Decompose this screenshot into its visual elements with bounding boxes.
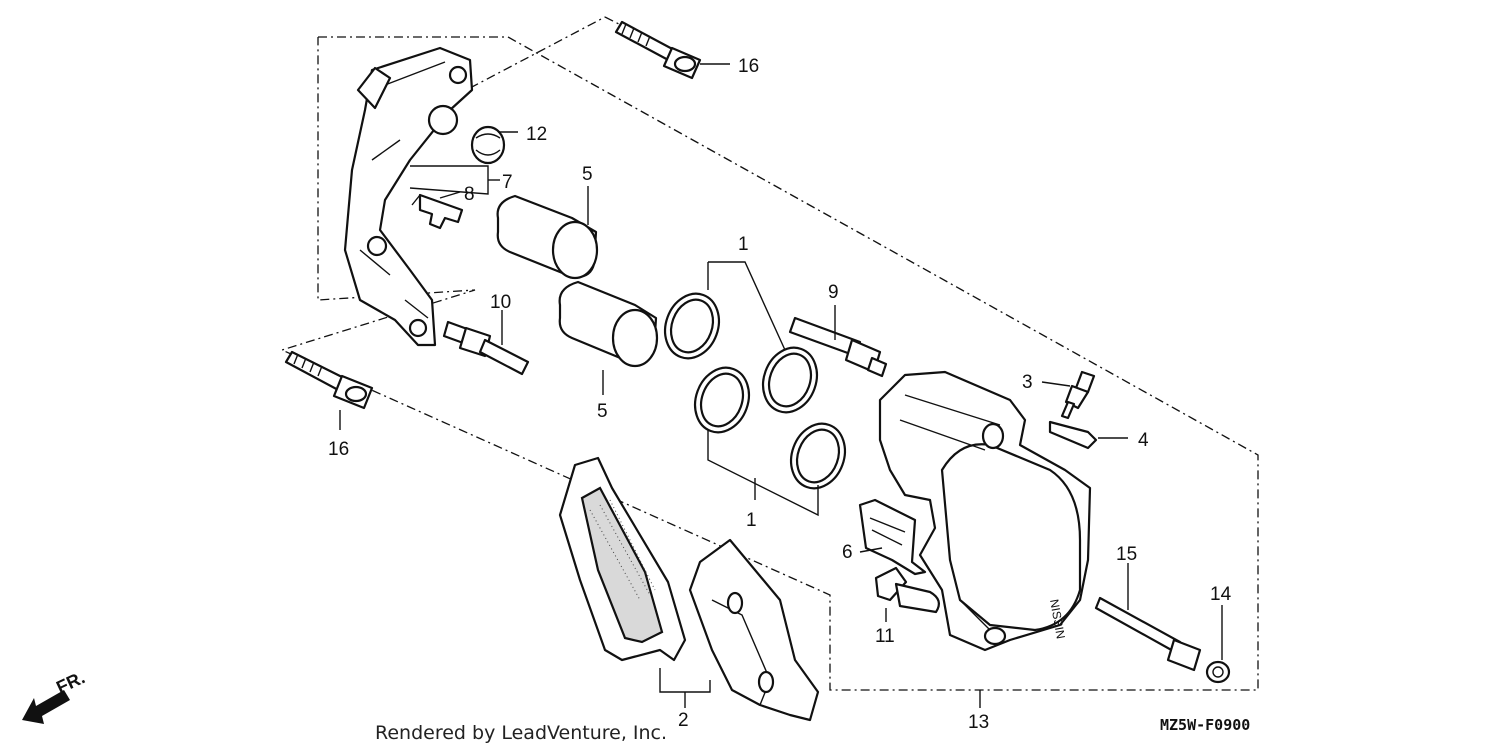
callout-11: 11 — [875, 626, 895, 647]
pad-retainer — [411, 193, 464, 230]
piston-lower — [558, 280, 659, 368]
piston-upper — [496, 194, 599, 280]
caliper-bracket — [343, 46, 474, 347]
callout-1-lower: 1 — [746, 510, 757, 531]
pin-bolt — [442, 320, 530, 376]
callout-4: 4 — [1138, 430, 1149, 451]
flange-bolt-top — [614, 20, 702, 80]
callout-14: 14 — [1210, 584, 1232, 605]
callout-16-bottom: 16 — [328, 439, 349, 460]
pad-pin-plug — [874, 566, 941, 614]
brake-pad-right — [688, 538, 820, 722]
caliper-body: NISSIN — [878, 370, 1092, 652]
leader-lines — [339, 63, 1223, 708]
pad-spring — [858, 498, 927, 576]
callout-8: 8 — [464, 184, 475, 205]
bleeder-screw — [1060, 370, 1096, 420]
callout-10: 10 — [490, 292, 511, 313]
boot — [470, 125, 506, 165]
piston-seals — [663, 292, 847, 490]
front-direction-indicator: FR. — [22, 667, 88, 724]
callout-12: 12 — [526, 124, 547, 145]
callout-1-upper: 1 — [738, 234, 749, 255]
caliper-bolt — [1094, 596, 1202, 672]
callout-3: 3 — [1022, 372, 1033, 393]
render-credit: Rendered by LeadVenture, Inc. — [375, 722, 667, 744]
bleeder-cap — [1048, 420, 1098, 450]
caliper-pin — [788, 316, 888, 378]
flange-bolt-bottom — [284, 350, 374, 410]
callout-labels: 1 1 2 3 4 5 5 6 7 8 9 10 11 12 13 14 15 … — [328, 56, 1232, 733]
drawing-code: MZ5W-F0900 — [1160, 716, 1250, 734]
callout-15: 15 — [1116, 544, 1137, 565]
callout-7: 7 — [502, 172, 513, 193]
callout-2: 2 — [678, 710, 689, 731]
caliper-nut — [1205, 660, 1231, 684]
callout-5-lower: 5 — [597, 401, 608, 422]
callout-16-top: 16 — [738, 56, 759, 77]
callout-13: 13 — [968, 712, 989, 733]
front-arrow-icon — [22, 690, 70, 724]
brake-pad-left — [558, 456, 687, 662]
callout-5-upper: 5 — [582, 164, 593, 185]
callout-6: 6 — [842, 542, 853, 563]
caliper-brand-text: NISSIN — [1047, 598, 1068, 640]
callout-9: 9 — [828, 282, 839, 303]
front-direction-label: FR. — [53, 667, 88, 697]
